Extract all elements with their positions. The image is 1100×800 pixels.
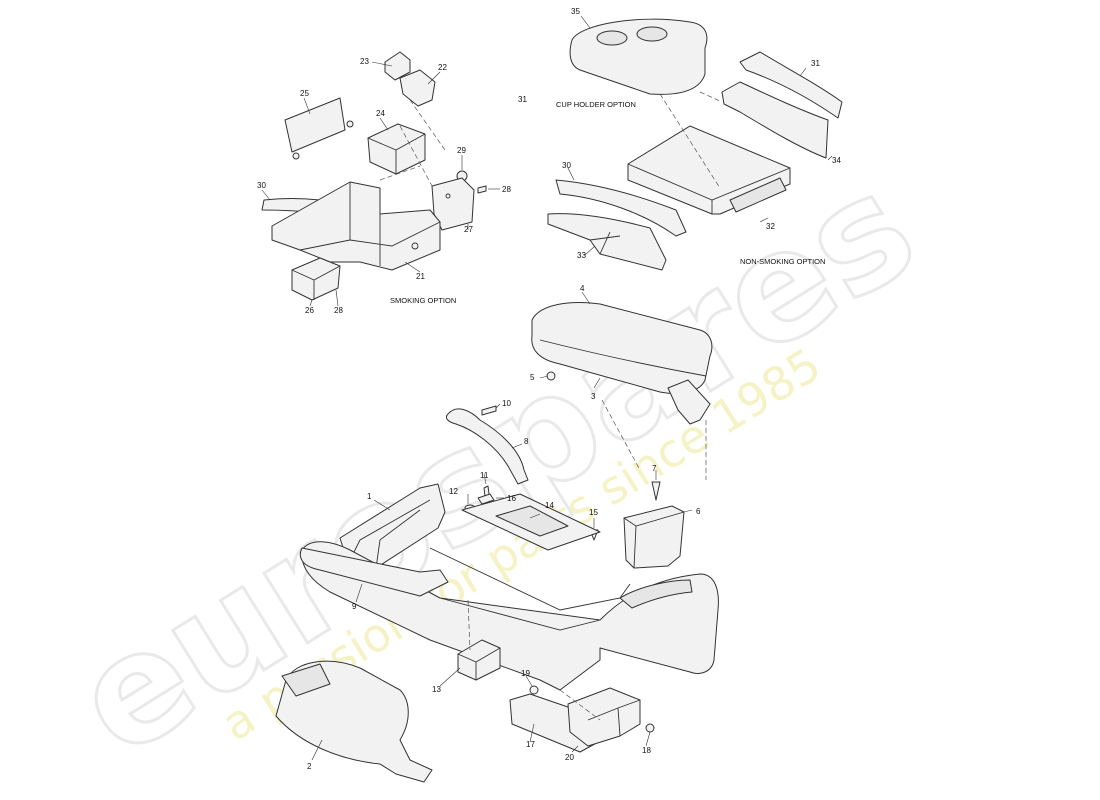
callout-3: 3 — [591, 392, 596, 401]
part-21-housing — [271, 181, 441, 271]
callout-21: 21 — [416, 272, 425, 281]
callout-29: 29 — [457, 146, 466, 155]
part-28-screw — [477, 185, 487, 194]
part-20-mount — [567, 687, 641, 747]
callout-10: 10 — [502, 399, 511, 408]
callout-17: 17 — [526, 740, 535, 749]
watermark: eurospares a passion for parts since 198… — [45, 139, 945, 792]
callout-15: 15 — [589, 508, 598, 517]
part-27-bracket — [431, 177, 475, 231]
caption-cup-holder-option: CUP HOLDER OPTION — [556, 100, 636, 109]
part-19-screw — [529, 685, 539, 695]
callout-26: 26 — [305, 306, 314, 315]
callout-34: 34 — [832, 156, 841, 165]
tray-lip — [729, 177, 787, 213]
callout-24: 24 — [376, 109, 385, 118]
callout-19: 19 — [521, 669, 530, 678]
callout-32: 32 — [766, 222, 775, 231]
part-2-front-cover — [275, 660, 433, 783]
callout-9: 9 — [352, 602, 357, 611]
part-9-side-rail — [299, 547, 449, 597]
part-30-right-rail — [555, 179, 687, 237]
callout-2: 2 — [307, 762, 312, 771]
tray-opening — [495, 505, 569, 537]
caption-non-smoking-option: NON-SMOKING OPTION — [740, 257, 825, 266]
cup-recess-1 — [596, 30, 628, 46]
non-smoking-option-group — [547, 15, 843, 271]
smoking-option-group — [261, 51, 500, 307]
callout-30-left: 30 — [257, 181, 266, 190]
callout-31-right: 31 — [811, 59, 820, 68]
callout-27: 27 — [464, 225, 473, 234]
callout-8: 8 — [524, 437, 529, 446]
callout-18: 18 — [642, 746, 651, 755]
callout-20: 20 — [565, 753, 574, 762]
part-24-ashtray — [367, 123, 426, 175]
console-cup-recess — [619, 579, 693, 609]
callout-23: 23 — [360, 57, 369, 66]
part-18-screw — [645, 723, 655, 733]
part-16-clip — [477, 493, 495, 505]
part-3-hinge — [667, 379, 711, 425]
front-cover-vent — [281, 663, 331, 697]
callout-16: 16 — [507, 494, 516, 503]
watermark-brand: eurospares — [47, 140, 944, 790]
callout-30-right: 30 — [562, 161, 571, 170]
cup-recess-2 — [636, 26, 668, 42]
part-34-bracket — [721, 81, 829, 159]
callout-12: 12 — [449, 487, 458, 496]
part-6-cup-insert — [623, 505, 685, 569]
part-4-armrest — [531, 302, 713, 394]
callout-14: 14 — [545, 501, 554, 510]
part-8-handle — [445, 408, 529, 485]
callout-7: 7 — [652, 464, 657, 473]
smoking-leaders — [261, 61, 500, 307]
caption-smoking-option: SMOKING OPTION — [390, 296, 456, 305]
callout-33: 33 — [577, 251, 586, 260]
main-leaders — [311, 291, 707, 761]
part-5-screw — [546, 371, 556, 381]
part-31-right-rail — [739, 51, 843, 119]
part-7-screw — [651, 481, 661, 501]
callout-1: 1 — [367, 492, 372, 501]
callout-6: 6 — [696, 507, 701, 516]
part-10-pin — [481, 405, 497, 416]
callout-28-left: 28 — [334, 306, 343, 315]
part-23-lighter-knob — [384, 51, 411, 81]
part-25-peg — [292, 152, 300, 160]
part-33-housing — [547, 213, 667, 271]
callout-22: 22 — [438, 63, 447, 72]
callout-13: 13 — [432, 685, 441, 694]
callout-35: 35 — [571, 7, 580, 16]
part-25-panel — [284, 97, 346, 153]
callout-5: 5 — [530, 373, 535, 382]
main-console-group — [275, 291, 719, 783]
part-22-lighter-socket — [399, 69, 436, 107]
callout-25: 25 — [300, 89, 309, 98]
part-25-peg-2 — [346, 120, 354, 128]
callout-11: 11 — [480, 471, 489, 480]
non-smoking-leaders — [567, 15, 833, 256]
callout-28-right: 28 — [502, 185, 511, 194]
callout-31-left: 31 — [518, 95, 527, 104]
callout-4: 4 — [580, 284, 585, 293]
callout-numbers: 25 24 23 22 29 28 27 30 21 26 28 31 35 3… — [257, 7, 841, 771]
